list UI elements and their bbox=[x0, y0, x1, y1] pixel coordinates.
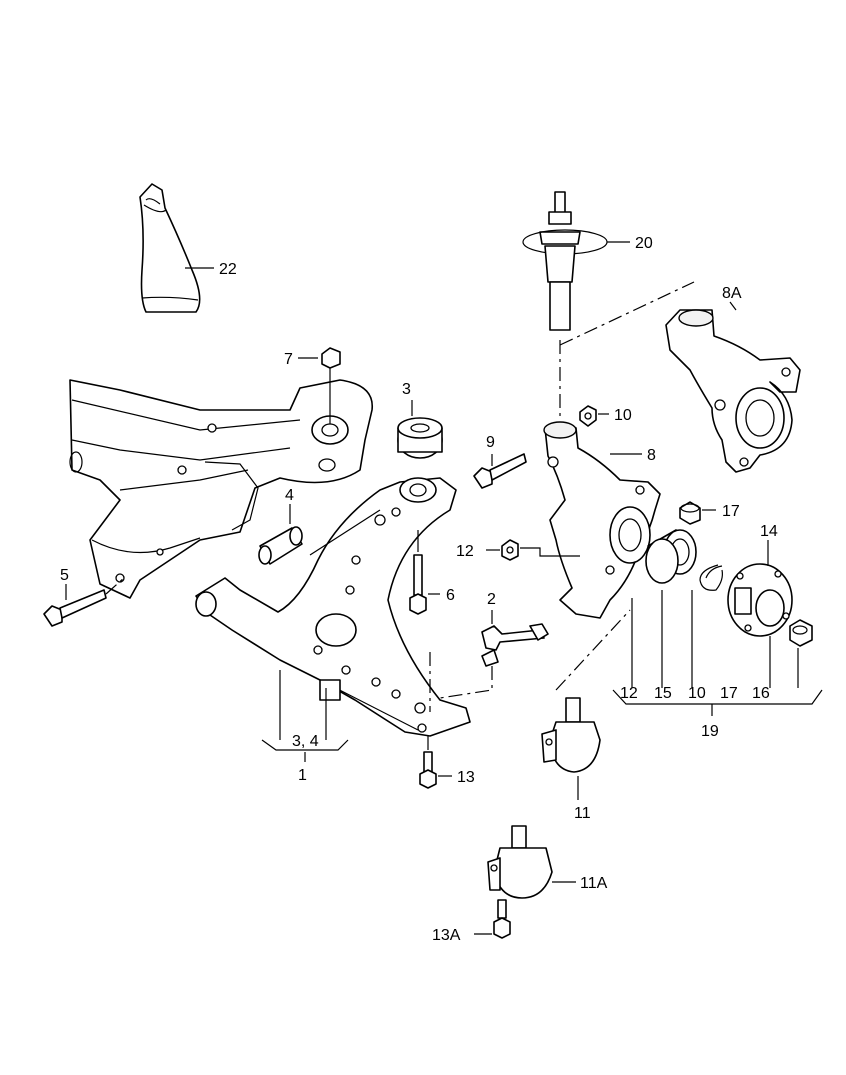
subframe bbox=[69, 379, 373, 599]
nut-17 bbox=[679, 501, 701, 525]
wheel-bearing-housing bbox=[543, 421, 661, 619]
callout-1: 1 bbox=[298, 767, 307, 784]
wheel-bearing bbox=[645, 529, 697, 584]
control-arm bbox=[195, 477, 471, 737]
callout-19: 19 bbox=[701, 723, 719, 740]
callout-20: 20 bbox=[635, 235, 653, 252]
hub-bolt bbox=[789, 619, 813, 647]
callout-2: 2 bbox=[487, 591, 496, 608]
ball-joint-11a bbox=[487, 825, 553, 899]
nut-12 bbox=[501, 539, 519, 561]
bolt-9 bbox=[473, 453, 527, 489]
coupling-link bbox=[481, 623, 549, 667]
grease-tube bbox=[139, 183, 201, 313]
callout-13: 13 bbox=[457, 769, 475, 786]
nut-7 bbox=[321, 347, 341, 369]
bolt-6 bbox=[409, 554, 427, 615]
kit-item-17: 17 bbox=[720, 685, 738, 702]
bushing-4 bbox=[258, 526, 303, 565]
callout-11a: 11A bbox=[580, 875, 608, 892]
bolt-13 bbox=[419, 751, 437, 789]
ball-joint bbox=[541, 697, 601, 773]
callout-14: 14 bbox=[760, 523, 778, 540]
callout-3: 3 bbox=[402, 381, 411, 398]
callout-3-4: 3, 4 bbox=[292, 733, 319, 750]
kit-19-bracket bbox=[612, 590, 823, 716]
kit-item-15: 15 bbox=[654, 685, 672, 702]
circlip bbox=[699, 564, 723, 591]
callout-6: 6 bbox=[446, 587, 455, 604]
callout-5: 5 bbox=[60, 567, 69, 584]
callout-17: 17 bbox=[722, 503, 740, 520]
strut-assembly bbox=[522, 191, 608, 331]
bolt-5 bbox=[43, 589, 107, 627]
bushing-3 bbox=[397, 417, 443, 459]
kit-item-10: 10 bbox=[688, 685, 706, 702]
callout-12: 12 bbox=[456, 543, 474, 560]
callout-8a: 8A bbox=[722, 285, 742, 302]
callout-11: 11 bbox=[574, 805, 591, 822]
nut-10 bbox=[579, 405, 597, 427]
wheel-bearing-housing-8a bbox=[665, 309, 801, 473]
wheel-hub bbox=[727, 563, 793, 637]
callout-4: 4 bbox=[285, 487, 294, 504]
callout-10: 10 bbox=[614, 407, 632, 424]
kit-item-12: 12 bbox=[620, 685, 638, 702]
kit-item-16: 16 bbox=[752, 685, 770, 702]
callout-13a: 13A bbox=[432, 927, 461, 944]
callout-8: 8 bbox=[647, 447, 656, 464]
callout-9: 9 bbox=[486, 434, 495, 451]
callout-22: 22 bbox=[219, 261, 237, 278]
bolt-13a bbox=[493, 899, 511, 939]
callout-7: 7 bbox=[284, 351, 293, 368]
